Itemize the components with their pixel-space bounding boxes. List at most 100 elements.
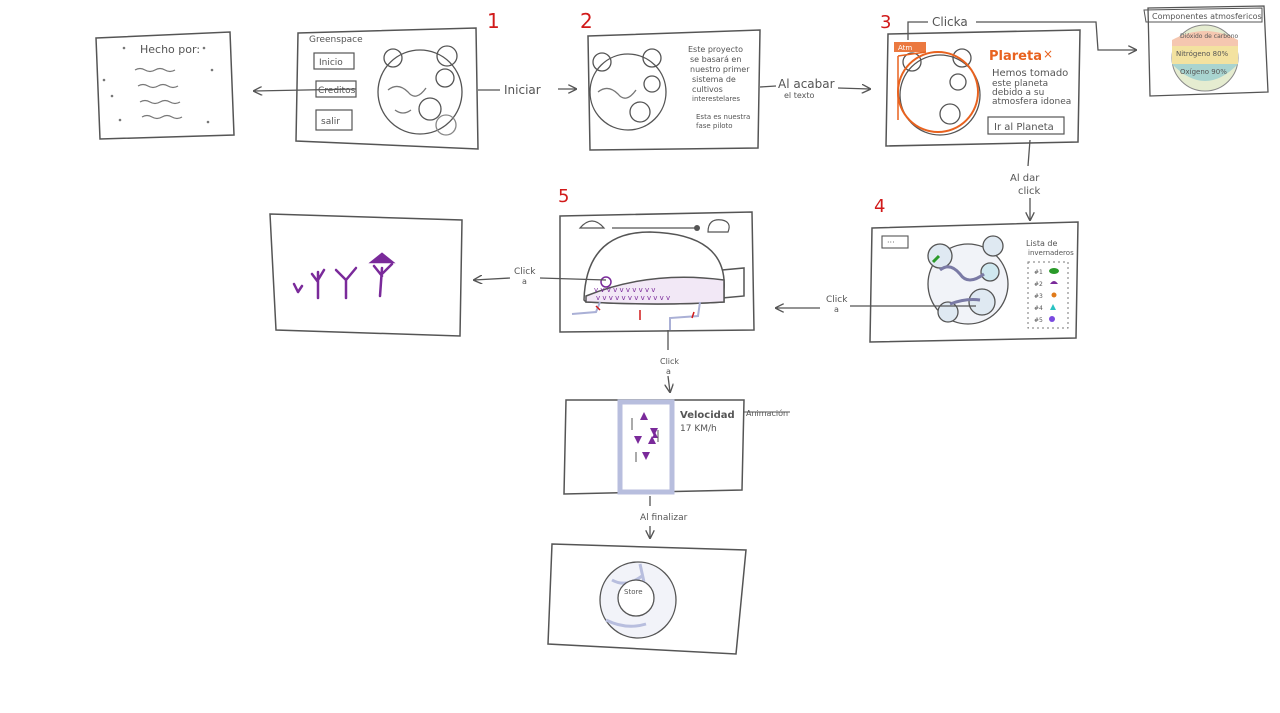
credits-screen: Hecho por: — [95, 31, 235, 140]
intro-text: Este proyecto se basará en nuestro prime… — [688, 45, 750, 130]
menu-button-inicio-label: Inicio — [319, 58, 343, 68]
travel-tube — [617, 399, 675, 495]
menu-button-inicio[interactable]: Inicio — [313, 52, 355, 70]
travel-animation-screen: Velocidad 17 KM/h Animación — [563, 399, 790, 495]
orb-icon — [1049, 316, 1055, 322]
arrow-text-done — [759, 86, 870, 89]
greenhouse-item-1-label: #1 — [1034, 269, 1043, 276]
go-to-planet-button[interactable]: Ir al Planeta — [987, 116, 1065, 135]
vehicle-icon[interactable] — [707, 219, 730, 233]
planet-greenhouses[interactable] — [927, 235, 1009, 325]
plants-icon — [292, 252, 396, 300]
popup-close-icon[interactable]: × — [1043, 47, 1053, 61]
speed-label: Velocidad — [680, 410, 735, 421]
animation-note: Animación — [746, 408, 788, 418]
store-label: Store — [624, 588, 643, 596]
intro-line-2: se basará en — [690, 55, 741, 64]
arrow-on-click — [1028, 139, 1030, 220]
greenhouse-list-screen: 4 ··· Lista de invernaderos #1 #2 — [869, 196, 1079, 343]
menu-button-creditos-label: Creditos — [318, 86, 356, 96]
step-number-5: 5 — [558, 186, 569, 207]
popup-header: Plareta — [989, 49, 1042, 64]
intro-line-3: nuestro primer — [690, 65, 750, 74]
planet-illustration — [377, 45, 463, 136]
greenhouse-item-2-label: #2 — [1034, 281, 1043, 288]
intro-screen: 2 Este proyecto se basará en nuestro pri… — [580, 9, 761, 151]
crop-field[interactable]: v v v v v v v v v v v v v v v v v v v v … — [594, 286, 670, 302]
label-on-click-1: Al dar — [1010, 173, 1040, 184]
motion-arrows — [631, 418, 659, 462]
greenhouse-dome — [583, 231, 745, 305]
menu-app-name: Greenspace — [309, 35, 363, 45]
menu-dots-icon: ··· — [887, 238, 895, 247]
greenhouse-item-4-label: #4 — [1034, 305, 1043, 312]
label-click-top: Clicka — [932, 15, 968, 29]
menu-button-salir-label: salir — [321, 117, 340, 127]
popup-line-3: debido a su — [992, 88, 1044, 98]
atmosphere-layer-2: Nitrógeno 80% — [1176, 50, 1229, 58]
label-click-a-mid: Click — [826, 295, 848, 305]
greenhouse-item-1[interactable]: #1 — [1034, 268, 1059, 276]
arrow-click-a-left — [474, 278, 607, 280]
flow-labels: Iniciar Al acabar el texto Clicka Al dar… — [504, 15, 1041, 523]
arrow-click-top — [907, 21, 1136, 50]
planet-popup-screen: 3 Atm Plareta × Hemos tomado este planet… — [880, 12, 1081, 147]
svg-text:v v v v v v v v v v: v v v v v v v v v v — [594, 286, 655, 294]
arrow-click-a-mid — [776, 306, 976, 308]
progress-slider[interactable] — [612, 225, 700, 231]
greenhouse-list-title-2: invernaderos — [1028, 249, 1074, 257]
go-to-planet-label: Ir al Planeta — [994, 122, 1054, 133]
atmosphere-layer-3: Oxígeno 90% — [1180, 68, 1227, 76]
menu-button-salir[interactable]: salir — [315, 109, 353, 131]
label-click-a-down: Click — [660, 357, 679, 366]
planet-illustration-3 — [899, 48, 981, 136]
menu-dots-button[interactable]: ··· — [881, 235, 909, 249]
irrigation-pipes — [571, 301, 701, 330]
intro-line-6: interestelares — [692, 95, 740, 103]
flower-icon — [1051, 292, 1057, 298]
leaf-icon — [1049, 268, 1059, 274]
store-planet[interactable]: Store — [599, 561, 677, 639]
atmosphere-panel: Componentes atmosfericos Dióxido de carb… — [1143, 5, 1269, 97]
step-number-3: 3 — [880, 12, 891, 33]
arrow-click-a-down — [668, 330, 670, 392]
intro-line-4: sistema de — [692, 75, 736, 84]
speed-value: 17 KM/h — [680, 424, 717, 434]
greenhouse-item-3-label: #3 — [1034, 293, 1043, 300]
svg-text:v v v v v v v v v v v v: v v v v v v v v v v v v — [596, 294, 670, 302]
intro-line-7: Esta es nuestra — [696, 113, 750, 121]
atmosphere-layer-1: Dióxido de carbono — [1180, 33, 1239, 40]
step-number-2: 2 — [580, 9, 593, 33]
label-click-a-mid-2: a — [834, 305, 839, 314]
planet-selection-highlight[interactable]: Atm — [894, 42, 979, 133]
planet-illustration-2 — [589, 48, 667, 131]
greenhouse-interior-screen: 5 v v v v v v v v v v v v v v v v v v v … — [558, 186, 755, 333]
label-click-a-left-2: a — [522, 277, 527, 286]
greenhouse-item-2[interactable]: #2 — [1034, 281, 1058, 288]
label-start: Iniciar — [504, 83, 541, 97]
main-menu-screen: 1 Greenspace Inicio Creditos salir — [295, 9, 500, 150]
flow-arrows — [254, 21, 1136, 538]
arrow-start — [478, 89, 576, 90]
intro-line-8: fase piloto — [696, 122, 733, 130]
greenhouse-item-5-label: #5 — [1034, 317, 1043, 324]
label-click-a-left: Click — [514, 267, 536, 277]
popup-line-4: atmosfera idonea — [992, 97, 1071, 107]
store-screen: Store — [547, 543, 747, 655]
greenhouse-item-3[interactable]: #3 — [1034, 292, 1057, 301]
greenhouse-list-title-1: Lista de — [1026, 239, 1058, 248]
popup-line-1: Hemos tomado — [992, 68, 1068, 79]
label-text-done-1: Al acabar — [778, 77, 835, 91]
greenhouse-list: #1 #2 #3 #4 #5 — [1027, 261, 1069, 329]
intro-line-1: Este proyecto — [688, 45, 743, 54]
dome-icon[interactable] — [578, 220, 606, 229]
greenhouse-item-4[interactable]: #4 — [1034, 304, 1056, 312]
credits-title: Hecho por: — [140, 43, 200, 56]
label-on-click-2: click — [1018, 186, 1041, 197]
step-number-1: 1 — [487, 9, 500, 33]
label-click-a-down-2: a — [666, 367, 671, 376]
atmosphere-title: Componentes atmosfericos — [1152, 12, 1262, 21]
label-on-finish: Al finalizar — [640, 513, 688, 523]
greenhouse-item-5[interactable]: #5 — [1034, 316, 1055, 324]
